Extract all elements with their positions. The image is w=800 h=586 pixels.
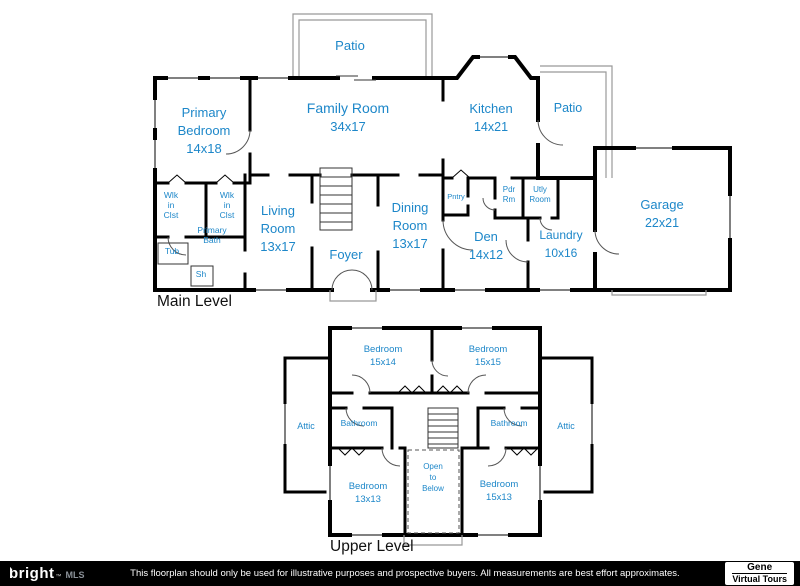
label-kitchen-1: Kitchen	[469, 101, 512, 116]
patio-outline-path	[292, 13, 613, 178]
front-stoop	[329, 290, 377, 302]
label-powder-room-1: Pdr	[503, 185, 516, 194]
brand-name: bright	[9, 565, 55, 582]
door-arcs-upper	[345, 359, 523, 467]
label-wic-left-2: in	[168, 200, 175, 210]
label-pantry: Pntry	[447, 192, 465, 201]
garage-door-marker	[611, 290, 707, 296]
label-laundry-1: Laundry	[539, 228, 582, 242]
label-open-to-below-1: Open	[423, 462, 443, 471]
floorplan-svg: Patio Primary Bedroom 14x18 Family Room …	[151, 13, 734, 555]
window-line-path	[154, 56, 731, 291]
label-dining-room-2: Room	[393, 218, 428, 233]
label-primary-bedroom-1: Primary	[182, 105, 227, 120]
label-utility-room-1: Utly	[533, 185, 547, 194]
interior-walls-main	[153, 76, 560, 292]
doors-upper	[337, 359, 539, 467]
disclaimer-text: This floorplan should only be used for i…	[130, 568, 680, 579]
label-bedroom-fr-1: Bedroom	[469, 344, 508, 355]
entry-roof-marker	[403, 535, 463, 546]
bifold-doors-upper	[337, 385, 539, 456]
main-level-title: Main Level	[157, 293, 232, 310]
label-primary-bedroom-2: Bedroom	[178, 123, 231, 138]
label-kitchen-2: 14x21	[474, 120, 508, 134]
window-line-path-upper	[284, 327, 593, 536]
label-bathroom-right: Bathroom	[491, 418, 528, 428]
main-level-plan: Patio Primary Bedroom 14x18 Family Room …	[151, 13, 734, 310]
label-patio-right: Patio	[554, 101, 583, 115]
label-bedroom-rl-2: 13x13	[355, 494, 381, 505]
label-wic-left-3: Clst	[164, 210, 179, 220]
label-primary-bath-2: Bath	[203, 235, 221, 245]
label-living-room-3: 13x17	[260, 239, 295, 254]
label-bedroom-rl-1: Bedroom	[349, 481, 388, 492]
upper-level-title: Upper Level	[330, 538, 414, 555]
door-arcs-main	[167, 119, 620, 291]
windows-main	[151, 53, 734, 294]
stairs-upper	[427, 407, 459, 449]
label-dining-room-1: Dining	[392, 200, 429, 215]
footer-bar: bright ™ MLS This floorplan should only …	[0, 561, 800, 586]
label-primary-bedroom-3: 14x18	[186, 141, 221, 156]
label-bedroom-rr-1: Bedroom	[480, 479, 519, 490]
label-tub: Tub	[165, 246, 180, 256]
label-wic-right-3: Clst	[220, 210, 235, 220]
shower-fixture	[190, 265, 214, 287]
label-living-room-2: Room	[261, 221, 296, 236]
label-attic-right: Attic	[557, 421, 575, 431]
label-powder-room-2: Rm	[503, 195, 516, 204]
label-patio-top: Patio	[335, 38, 365, 53]
label-primary-bath-1: Primary	[197, 225, 227, 235]
label-den-2: 14x12	[469, 248, 503, 262]
doors-main	[167, 75, 620, 291]
label-wic-right-1: Wlk	[220, 190, 235, 200]
vendor-logo: Gene Virtual Tours	[0, 561, 794, 586]
label-laundry-2: 10x16	[545, 246, 578, 260]
bifold-doors-main	[167, 169, 471, 184]
tub-fixture	[157, 242, 189, 265]
vendor-name-2: Virtual Tours	[732, 573, 787, 585]
bright-mls-logo: bright ™ MLS	[9, 565, 85, 582]
label-garage-2: 22x21	[645, 216, 679, 230]
label-dining-room-3: 13x17	[392, 236, 427, 251]
patio-outlines	[292, 13, 613, 178]
vendor-top-row: Gene	[0, 561, 773, 574]
upper-level-plan: Bedroom 15x14 Bedroom 15x15 Attic Attic …	[281, 324, 596, 555]
label-foyer: Foyer	[329, 247, 363, 262]
roof-icon	[0, 561, 13, 569]
slider-door-main	[336, 75, 376, 81]
brand-mls: MLS	[65, 570, 85, 580]
stairs-main	[319, 167, 353, 231]
open-to-below-outline	[407, 449, 460, 534]
label-bedroom-fr-2: 15x15	[475, 357, 501, 368]
fixtures-main	[157, 167, 707, 302]
label-shower: Sh	[196, 269, 207, 279]
label-wic-right-2: in	[224, 200, 231, 210]
label-bedroom-fl-2: 15x14	[370, 357, 396, 368]
windows-upper	[281, 324, 596, 539]
label-utility-room-2: Room	[529, 195, 551, 204]
fixtures-upper	[403, 407, 463, 546]
label-open-to-below-3: Below	[422, 484, 444, 493]
label-attic-left: Attic	[297, 421, 315, 431]
trademark-symbol: ™	[55, 574, 62, 580]
label-bedroom-rr-2: 15x13	[486, 492, 512, 503]
label-bedroom-fl-1: Bedroom	[364, 344, 403, 355]
label-family-room-1: Family Room	[307, 100, 389, 116]
label-wic-left-1: Wlk	[164, 190, 179, 200]
label-open-to-below-2: to	[430, 473, 437, 482]
label-den-1: Den	[474, 229, 498, 244]
label-garage-1: Garage	[640, 197, 683, 212]
label-bathroom-left: Bathroom	[341, 418, 378, 428]
vendor-name-1: Gene	[747, 561, 773, 573]
label-family-room-2: 34x17	[330, 119, 365, 134]
label-living-room-1: Living	[261, 203, 295, 218]
